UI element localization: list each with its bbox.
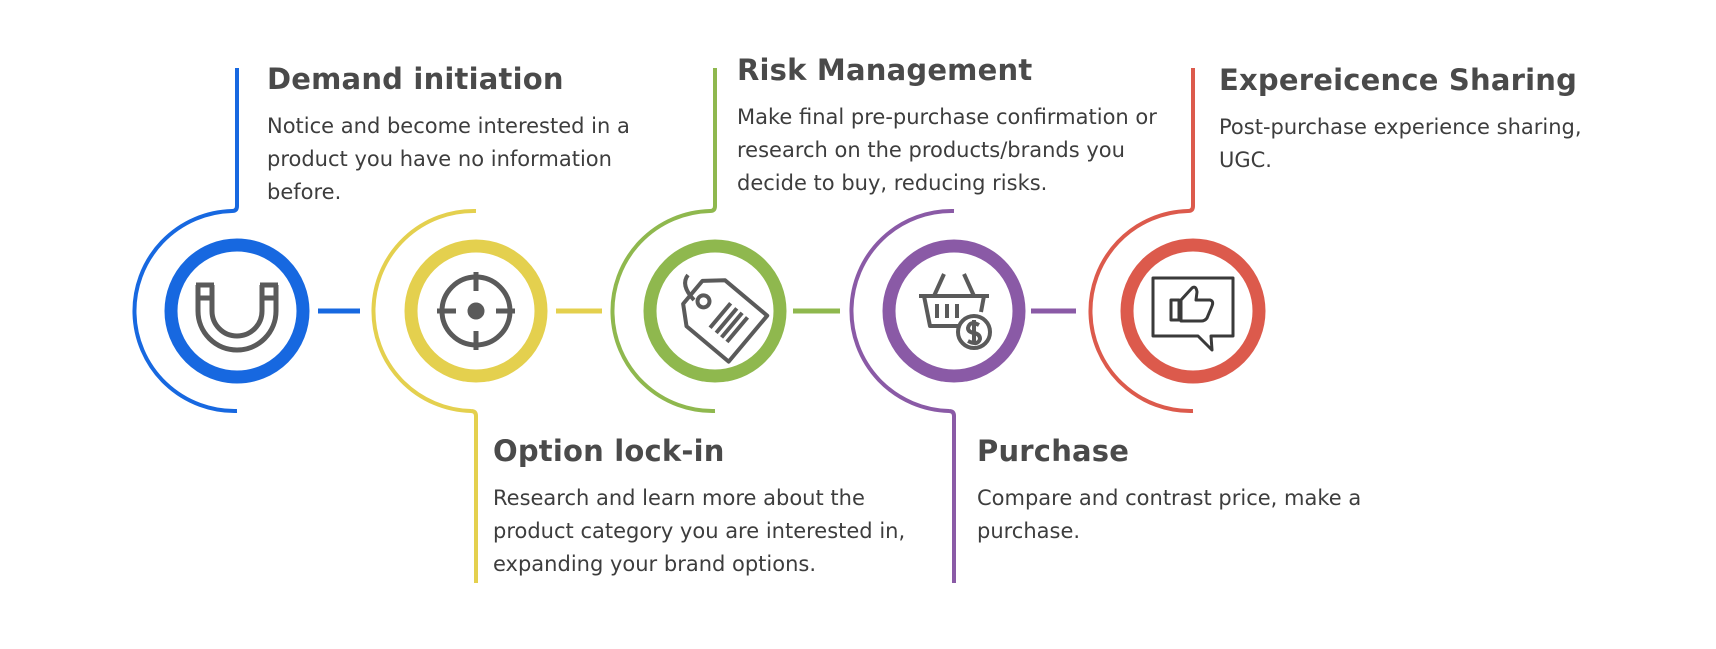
- step-1-title: Demand initiation: [267, 62, 564, 96]
- magnet-icon: [195, 282, 279, 353]
- step-2-text: Option lock-in Research and learn more a…: [493, 434, 933, 581]
- step-5-ring: [1120, 238, 1266, 384]
- step-3-graphic: [610, 68, 787, 414]
- step-1-arc: [132, 68, 239, 414]
- step-5-title: Expereicence Sharing: [1219, 63, 1578, 97]
- step-2-description: Research and learn more about the produc…: [493, 486, 906, 576]
- step-3-arc: [610, 68, 717, 414]
- step-2-title: Option lock-in: [493, 434, 725, 468]
- step-4-text: Purchase Compare and contrast price, mak…: [977, 434, 1417, 548]
- step-5-text: Expereicence Sharing Post-purchase exper…: [1219, 63, 1659, 177]
- thumbs-up-chat-icon: [1151, 276, 1235, 352]
- step-1-ring: [164, 238, 310, 384]
- step-4-arc: [849, 208, 956, 583]
- step-4-title: Purchase: [977, 434, 1130, 468]
- step-2-arc: [371, 208, 478, 583]
- step-3-text: Risk Management Make final pre-purchase …: [737, 53, 1177, 200]
- step-4-description: Compare and contrast price, make a purch…: [977, 486, 1362, 543]
- step-3-ring: [643, 239, 787, 383]
- step-1-text: Demand initiation Notice and become inte…: [267, 62, 667, 209]
- step-2-ring: [404, 239, 548, 383]
- step-5-arc: [1088, 68, 1195, 414]
- shopping-basket-icon: [919, 273, 992, 350]
- step-5-description: Post-purchase experience sharing, UGC.: [1219, 115, 1582, 172]
- step-3-title: Risk Management: [737, 53, 1033, 87]
- step-3-description: Make final pre-purchase confirmation or …: [737, 105, 1157, 195]
- price-tag-icon: [681, 273, 770, 364]
- crosshair-icon: [437, 272, 515, 350]
- step-1-graphic: [132, 68, 310, 414]
- step-4-graphic: [849, 208, 1026, 583]
- step-4-ring: [882, 239, 1026, 383]
- step-1-description: Notice and become interested in a produc…: [267, 114, 630, 204]
- step-2-graphic: [371, 208, 548, 583]
- step-5-graphic: [1088, 68, 1266, 414]
